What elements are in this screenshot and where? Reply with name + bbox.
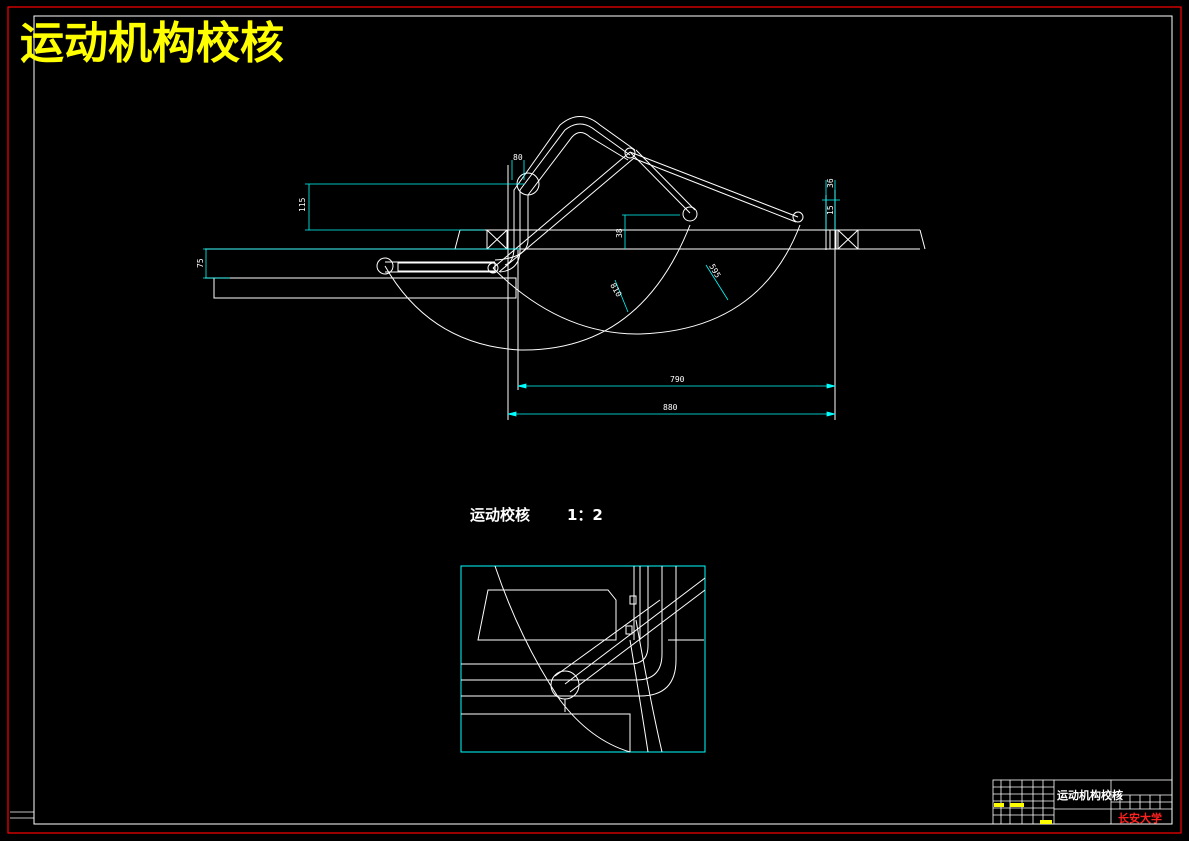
dim-880: 880 <box>663 403 678 412</box>
title-block <box>992 779 1173 825</box>
drawing-frame <box>33 15 1173 825</box>
title-block-school: 长安大学 <box>1118 811 1162 825</box>
sheet-border <box>7 6 1182 834</box>
detail-view-scale: 1：2 <box>567 506 603 524</box>
dim-75: 75 <box>196 258 205 268</box>
dim-38: 38 <box>615 228 624 238</box>
title-block-drawing-name: 运动机构校核 <box>1057 788 1123 802</box>
detail-view-frame <box>460 565 706 753</box>
tb-stamp-yellow <box>994 803 1004 807</box>
pivot-top <box>624 147 636 159</box>
pivot-base <box>487 262 499 274</box>
dim-115: 115 <box>298 197 307 212</box>
pivot-left <box>376 257 394 275</box>
dim-15: 15 <box>826 205 835 215</box>
drawing-title: 运动机构校核 <box>20 18 284 69</box>
swing-arc-810 <box>384 224 691 351</box>
detail-view <box>460 565 706 753</box>
swing-arc-595 <box>492 224 801 335</box>
pivot-right <box>792 211 804 223</box>
detail-view-label: 运动校核 <box>470 506 530 524</box>
dimensions <box>203 160 840 417</box>
dim-790: 790 <box>670 375 685 384</box>
detail-panel <box>477 589 617 641</box>
dim-80: 80 <box>513 153 523 162</box>
dim-36: 36 <box>826 178 835 188</box>
pivot-mid <box>682 206 698 222</box>
right-hinge-block <box>837 229 859 250</box>
